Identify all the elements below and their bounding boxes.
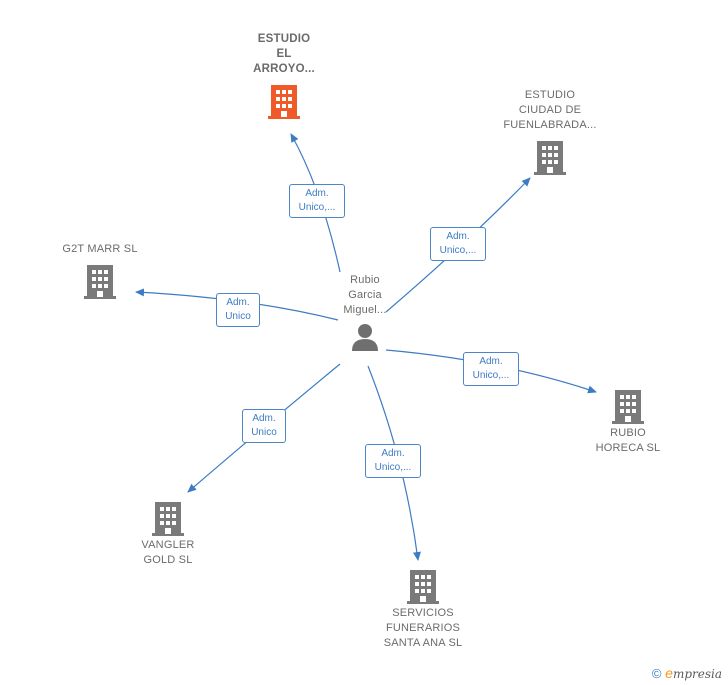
building-icon <box>152 502 184 536</box>
relation-label-estudio-el-arroyo[interactable]: Adm. Unico,... <box>289 184 345 218</box>
company-node-g2t-marr[interactable]: G2T MARR SL <box>50 242 150 299</box>
company-label: G2T MARR SL <box>62 243 138 255</box>
company-node-vangler-gold[interactable]: VANGLER GOLD SL <box>120 500 216 568</box>
relation-label-servicios-funerarios[interactable]: Adm. Unico,... <box>365 444 421 478</box>
company-node-servicios-funerarios[interactable]: SERVICIOS FUNERARIOS SANTA ANA SL <box>366 568 480 651</box>
relation-label-g2t-marr[interactable]: Adm. Unico <box>216 293 260 327</box>
building-icon <box>612 390 644 424</box>
building-icon <box>407 570 439 604</box>
company-label: ESTUDIO CIUDAD DE FUENLABRADA... <box>503 89 597 131</box>
company-label: SERVICIOS FUNERARIOS SANTA ANA SL <box>383 607 463 649</box>
company-label: RUBIO HORECA SL <box>595 427 661 454</box>
relation-label-vangler-gold[interactable]: Adm. Unico <box>242 409 286 443</box>
person-icon <box>352 324 378 351</box>
company-label: ESTUDIO EL ARROYO... <box>253 33 315 75</box>
building-icon <box>534 141 566 175</box>
relation-label-estudio-ciudad-fuenlabrada[interactable]: Adm. Unico,... <box>430 227 486 261</box>
copyright-watermark: © empresia <box>652 665 722 681</box>
copyright-symbol: © <box>651 666 662 681</box>
building-icon <box>268 85 300 119</box>
center-person-label: Rubio Garcia Miguel... <box>343 274 387 316</box>
building-icon <box>84 265 116 299</box>
company-node-estudio-el-arroyo[interactable]: ESTUDIO EL ARROYO... <box>236 32 332 119</box>
company-node-estudio-ciudad-fuenlabrada[interactable]: ESTUDIO CIUDAD DE FUENLABRADA... <box>490 88 610 175</box>
relation-label-rubio-horeca[interactable]: Adm. Unico,... <box>463 352 519 386</box>
company-node-rubio-horeca[interactable]: RUBIO HORECA SL <box>580 388 676 456</box>
brand-logo-text: mpresia <box>672 667 722 681</box>
center-person-node[interactable]: Rubio Garcia Miguel... <box>322 273 408 352</box>
company-label: VANGLER GOLD SL <box>141 539 195 566</box>
brand-logo-initial: e <box>665 665 673 681</box>
